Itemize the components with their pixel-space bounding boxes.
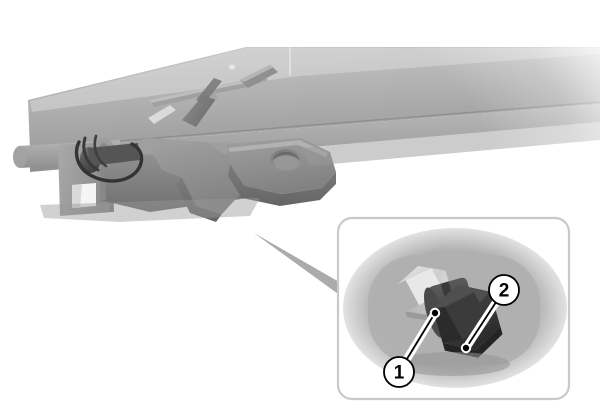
fastener-cast-shadow: [394, 352, 510, 376]
hitch-geometry-group: [13, 47, 600, 222]
assembly-under-shadow: [40, 198, 260, 222]
upper-right-tab-top: [240, 65, 274, 82]
tow-hook-arm-shadow: [176, 178, 222, 222]
retaining-r-clip: [74, 140, 144, 183]
callout-2-anchor-dot: [460, 342, 472, 354]
tow-hook-plate-highlight: [228, 140, 328, 157]
diagonal-brace: [182, 92, 218, 127]
tow-hook-hole-inner: [273, 154, 299, 170]
callout-1-label: 1: [394, 363, 405, 384]
callout-2-badge[interactable]: [488, 274, 520, 306]
callout-2-label: 2: [499, 281, 510, 302]
bumper-fastener-dot: [228, 64, 236, 70]
callout-1[interactable]: 1: [383, 307, 441, 388]
bracket-tab-highlight: [148, 105, 176, 124]
bumper-crease-highlight: [30, 48, 600, 112]
callout-1-anchor-dot: [429, 307, 441, 319]
bracket-notch-shade: [72, 184, 82, 208]
upper-right-tab: [240, 65, 278, 88]
callout-2[interactable]: 2: [460, 274, 520, 354]
tow-hook-hole-shadow: [273, 152, 299, 160]
callout-1-badge[interactable]: [383, 356, 415, 388]
clip-wire-hook: [93, 134, 108, 168]
clip-wire-tail: [82, 136, 100, 172]
bolt-hex-left-facet: [397, 279, 420, 312]
nut-hex-left-facet: [432, 306, 463, 343]
tow-hook-arm: [150, 142, 244, 214]
right-underbody: [300, 122, 600, 166]
tow-hook-plate-side: [228, 164, 336, 206]
diagonal-brace-2: [196, 78, 222, 104]
nut-shadow: [442, 326, 503, 358]
crossbar-end-cap: [13, 146, 27, 168]
bumper-parting-line: [33, 101, 600, 149]
zoom-leader-pointer: [254, 233, 341, 296]
bolt-hex-lower-edge: [405, 297, 455, 322]
